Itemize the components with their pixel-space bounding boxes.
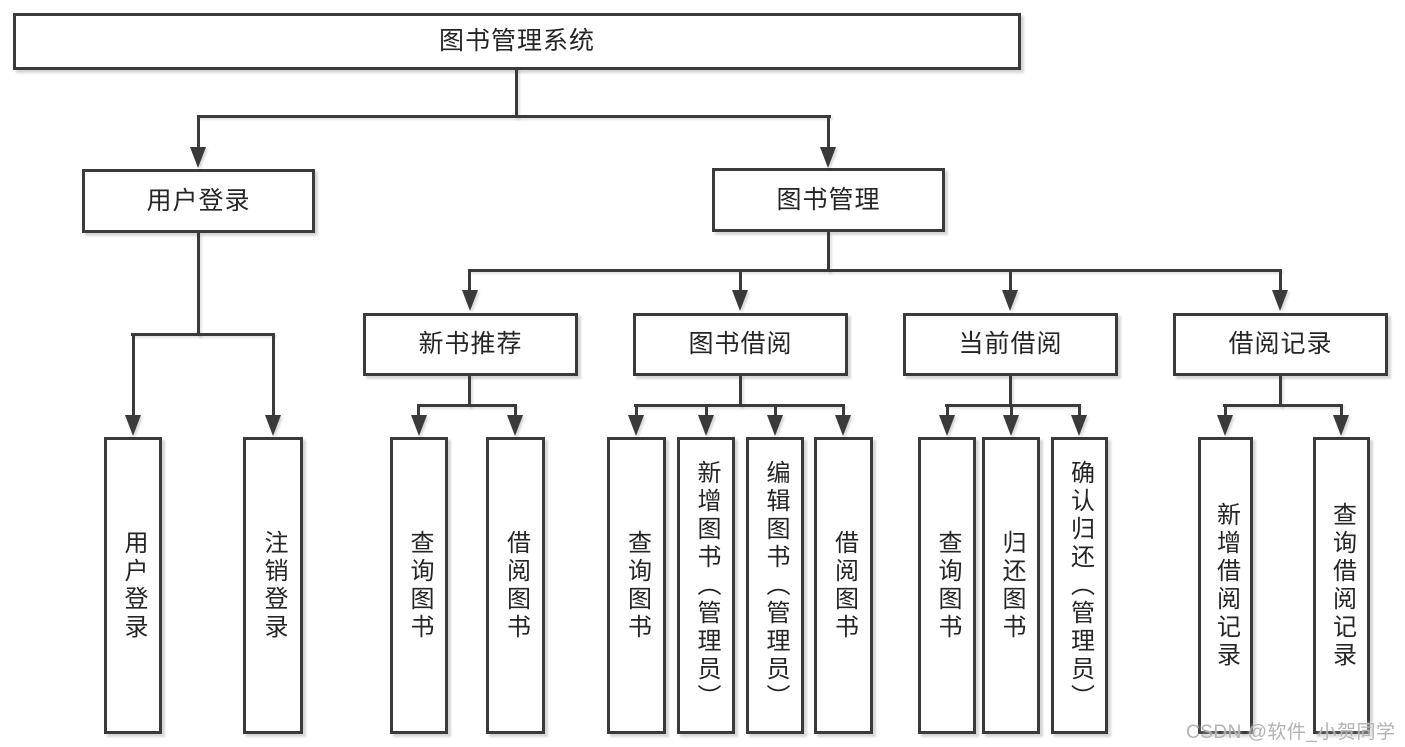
- connector-leaf-shaft: [705, 404, 708, 418]
- connector-user-login-vline: [197, 233, 200, 336]
- arrow-down-icon: [1002, 290, 1018, 311]
- connector-leaf-shaft: [635, 404, 638, 418]
- connector-current-borrowing-hline: [945, 404, 1081, 407]
- node-borrowing-records-label: 借阅记录: [1228, 330, 1333, 358]
- connector-new-book-recommendation-vline: [468, 375, 471, 407]
- arrow-down-icon: [820, 147, 836, 168]
- arrow-down-icon: [732, 290, 748, 311]
- arrow-down-icon: [698, 415, 714, 436]
- node-leaf-query-borrow-record: 查询借阅记录: [1313, 437, 1370, 734]
- connector-to-new-book-recommendation-shaft: [468, 269, 471, 293]
- arrow-down-icon: [939, 415, 955, 436]
- node-leaf-return-books: 归还图书: [982, 437, 1040, 734]
- node-current-borrowing: 当前借阅: [903, 313, 1118, 376]
- node-leaf-logout-label: 注销登录: [260, 529, 287, 642]
- node-borrowing-records: 借阅记录: [1173, 313, 1388, 376]
- node-new-book-recommendation-label: 新书推荐: [418, 330, 523, 358]
- node-book-borrowing-label: 图书借阅: [688, 330, 793, 358]
- connector-leaf-shaft: [514, 404, 517, 418]
- connector-leaf-shaft: [1340, 404, 1343, 418]
- arrow-down-icon: [1333, 415, 1349, 436]
- arrow-down-icon: [767, 415, 783, 436]
- arrow-down-icon: [835, 415, 851, 436]
- connector-root-to-book-management-shaft: [827, 115, 830, 151]
- connector-leaf-shaft: [1078, 404, 1081, 418]
- arrow-down-icon: [1217, 415, 1233, 436]
- connector-leaf-shaft: [1224, 404, 1227, 418]
- node-user-login: 用户登录: [82, 169, 315, 233]
- node-library-system-label: 图书管理系统: [438, 27, 595, 55]
- arrow-down-icon: [1003, 415, 1019, 436]
- node-leaf-borrow-books: 借阅图书: [814, 437, 873, 734]
- node-leaf-add-books-admin-label: 新增图书（管理员）: [693, 459, 720, 712]
- node-leaf-edit-books-admin-label: 编辑图书（管理员）: [762, 459, 789, 712]
- connector-book-management-hline: [469, 269, 1282, 272]
- connector-book-borrowing-vline: [739, 375, 742, 407]
- node-user-login-label: 用户登录: [146, 186, 251, 215]
- node-leaf-confirm-return-admin: 确认归还（管理员）: [1051, 437, 1108, 734]
- connector-to-borrowing-records-shaft: [1279, 269, 1282, 293]
- node-book-management: 图书管理: [712, 168, 945, 232]
- node-leaf-query-books-current-label: 查询图书: [934, 529, 961, 642]
- connector-to-leaf-user-login-shaft: [132, 333, 135, 417]
- arrow-down-icon: [628, 415, 644, 436]
- node-leaf-query-borrow-record-label: 查询借阅记录: [1328, 501, 1356, 670]
- arrow-down-icon: [1071, 415, 1087, 436]
- connector-to-leaf-logout-shaft: [272, 333, 275, 417]
- connector-user-login-hline: [131, 333, 275, 336]
- node-library-system: 图书管理系统: [13, 13, 1021, 70]
- node-leaf-query-books-borrow: 查询图书: [607, 437, 666, 734]
- arrow-down-icon: [265, 415, 281, 436]
- connector-current-borrowing-vline: [1009, 375, 1012, 407]
- arrow-down-icon: [1272, 290, 1288, 311]
- connector-leaf-shaft: [417, 404, 420, 418]
- node-book-management-label: 图书管理: [776, 185, 881, 214]
- connector-root-hline: [197, 115, 831, 118]
- arrow-down-icon: [462, 290, 478, 311]
- connector-book-borrowing-hline: [634, 404, 845, 407]
- connector-leaf-shaft: [774, 404, 777, 418]
- connector-to-current-borrowing-shaft: [1009, 269, 1012, 293]
- connector-borrowing-records-vline: [1279, 375, 1282, 407]
- connector-leaf-shaft: [946, 404, 949, 418]
- arrow-down-icon: [411, 415, 427, 436]
- node-leaf-edit-books-admin: 编辑图书（管理员）: [746, 437, 804, 734]
- connector-root-vline: [515, 68, 518, 118]
- node-leaf-borrow-books-recommend: 借阅图书: [486, 437, 545, 734]
- connector-borrowing-records-hline: [1223, 404, 1343, 407]
- connector-leaf-shaft: [842, 404, 845, 418]
- node-leaf-logout: 注销登录: [243, 437, 303, 734]
- node-leaf-query-books-borrow-label: 查询图书: [623, 529, 651, 642]
- connector-to-book-borrowing-shaft: [739, 269, 742, 293]
- connector-new-book-recommendation-hline: [417, 404, 517, 407]
- node-leaf-borrow-books-label: 借阅图书: [830, 529, 858, 642]
- node-book-borrowing: 图书借阅: [633, 313, 848, 376]
- node-leaf-add-borrow-record-label: 新增借阅记录: [1212, 501, 1240, 670]
- node-leaf-borrow-books-recommend-label: 借阅图书: [502, 529, 530, 642]
- arrow-down-icon: [190, 147, 206, 168]
- arrow-down-icon: [507, 415, 523, 436]
- node-leaf-return-books-label: 归还图书: [998, 529, 1025, 642]
- node-leaf-add-borrow-record: 新增借阅记录: [1198, 437, 1253, 734]
- node-new-book-recommendation: 新书推荐: [363, 313, 578, 376]
- node-leaf-confirm-return-admin-label: 确认归还（管理员）: [1066, 459, 1094, 712]
- node-leaf-user-login: 用户登录: [104, 437, 162, 734]
- node-current-borrowing-label: 当前借阅: [958, 330, 1063, 358]
- arrow-down-icon: [125, 415, 141, 436]
- connector-book-management-vline: [827, 232, 830, 272]
- node-leaf-query-books-recommend-label: 查询图书: [406, 529, 433, 642]
- watermark: CSDN @软件_小贺同学: [1186, 722, 1396, 743]
- connector-leaf-shaft: [1010, 404, 1013, 418]
- node-leaf-add-books-admin: 新增图书（管理员）: [677, 437, 735, 734]
- connector-root-to-user-login-shaft: [197, 115, 200, 151]
- node-leaf-query-books-current: 查询图书: [918, 437, 976, 734]
- node-leaf-user-login-label: 用户登录: [120, 529, 147, 642]
- node-leaf-query-books-recommend: 查询图书: [390, 437, 448, 734]
